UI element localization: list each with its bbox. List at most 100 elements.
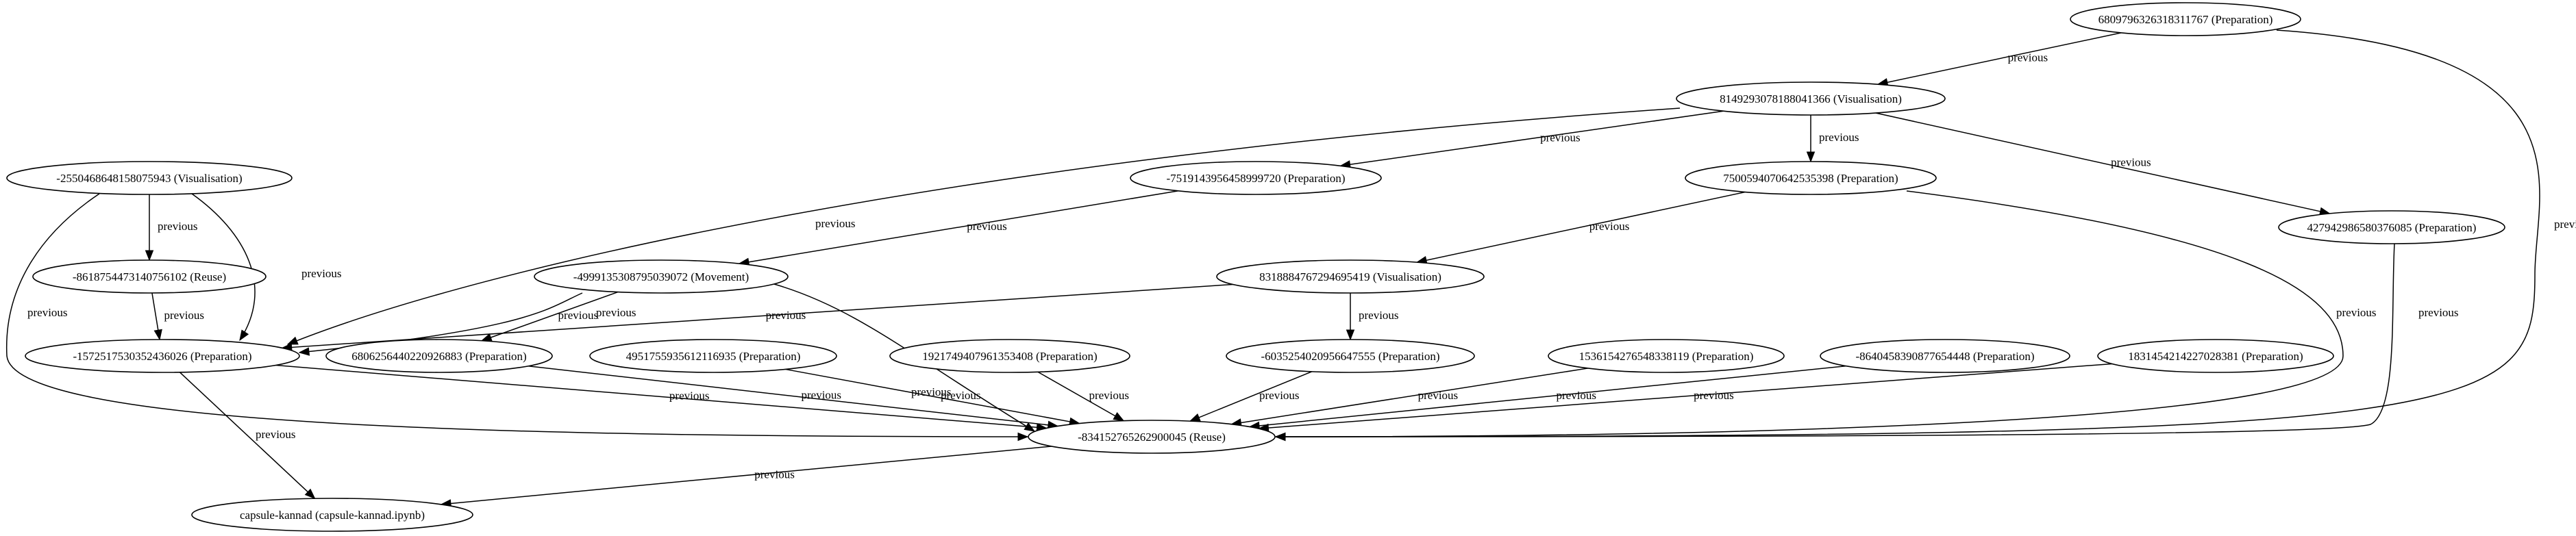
edge-arrowhead bbox=[1189, 413, 1201, 422]
node-label: -8618754473140756102 (Reuse) bbox=[73, 270, 226, 283]
edge-arrowhead bbox=[1806, 151, 1816, 163]
edge-arrowhead bbox=[1274, 432, 1286, 442]
edge-label: previous bbox=[911, 385, 952, 398]
edge-label: previous bbox=[27, 306, 68, 319]
node-label: -1572517530352436026 (Preparation) bbox=[73, 350, 251, 363]
node-label: 6809796326318311767 (Preparation) bbox=[2098, 13, 2273, 26]
node-label: 1921749407961353408 (Preparation) bbox=[922, 350, 1097, 363]
edge-arrowhead bbox=[1113, 412, 1125, 422]
edge-label: previous bbox=[596, 306, 636, 319]
node-ellipse[interactable] bbox=[1676, 81, 1946, 116]
node-ellipse[interactable] bbox=[589, 339, 837, 373]
edge-label: previous bbox=[301, 267, 342, 280]
graph-edge: previous bbox=[1415, 191, 1746, 265]
edge-arrowhead bbox=[286, 336, 299, 345]
graph-node[interactable]: -8618754473140756102 (Reuse) bbox=[32, 259, 267, 294]
graph-edge: previous bbox=[1806, 115, 1859, 163]
node-label: -8640458390877654448 (Preparation) bbox=[1855, 350, 2034, 363]
graph-edge: previous bbox=[151, 292, 204, 341]
edge-label: previous bbox=[1089, 389, 1129, 402]
graph-node[interactable]: 8318884767294695419 (Visualisation) bbox=[1216, 259, 1485, 294]
edge-line bbox=[275, 364, 1047, 429]
node-ellipse[interactable] bbox=[6, 161, 293, 195]
node-label: -7519143956458999720 (Preparation) bbox=[1166, 172, 1345, 185]
edge-label: previous bbox=[558, 309, 599, 322]
edge-line bbox=[1875, 112, 2330, 214]
edge-arrowhead bbox=[145, 250, 154, 261]
node-ellipse[interactable] bbox=[325, 339, 553, 373]
graph-edge: previous bbox=[1346, 293, 1399, 341]
graph-node[interactable]: 1921749407961353408 (Preparation) bbox=[889, 339, 1130, 373]
edge-line bbox=[5, 193, 1028, 437]
graph-node[interactable]: -6035254020956647555 (Preparation) bbox=[1226, 339, 1475, 373]
edge-label: previous bbox=[1557, 389, 1597, 402]
edge-line bbox=[773, 283, 1035, 432]
edge-arrowhead bbox=[239, 329, 249, 342]
graph-node[interactable]: 1536154276548338119 (Preparation) bbox=[1548, 339, 1785, 373]
graph-node[interactable]: -8640458390877654448 (Preparation) bbox=[1820, 339, 2070, 373]
graph-nodes: 6809796326318311767 (Preparation) 8149293… bbox=[6, 2, 2505, 532]
node-ellipse[interactable] bbox=[25, 339, 300, 373]
edge-line bbox=[1249, 365, 1847, 428]
node-label: 6806256440220926883 (Preparation) bbox=[351, 350, 526, 363]
edge-line bbox=[1037, 371, 1124, 422]
edge-label: previous bbox=[1589, 220, 1630, 233]
edge-line bbox=[1340, 110, 1724, 167]
graph-edge: previous bbox=[179, 372, 316, 500]
graph-edge: previous bbox=[5, 193, 1029, 442]
graph-node[interactable]: 8149293078188041366 (Visualisation) bbox=[1676, 81, 1946, 116]
graph-node[interactable]: 7500594070642535398 (Preparation) bbox=[1685, 161, 1937, 195]
node-label: capsule-kannad (capsule-kannad.ipynb) bbox=[240, 509, 425, 522]
graph-node[interactable]: 6806256440220926883 (Preparation) bbox=[325, 339, 553, 373]
edge-line bbox=[1275, 243, 2395, 437]
graph-edge: previous bbox=[738, 190, 1178, 266]
graph-edge: previous bbox=[286, 107, 1681, 345]
node-label: 427942986580376085 (Preparation) bbox=[2307, 221, 2477, 234]
node-label: -6035254020956647555 (Preparation) bbox=[1261, 350, 1439, 363]
graph-node[interactable]: -2550468648158075943 (Visualisation) bbox=[6, 161, 293, 195]
graph-edge: previous bbox=[440, 446, 1052, 508]
node-label: 7500594070642535398 (Preparation) bbox=[1723, 172, 1898, 185]
graph-edge: previous bbox=[145, 194, 198, 261]
graph-node[interactable]: -1572517530352436026 (Preparation) bbox=[25, 339, 300, 373]
node-ellipse[interactable] bbox=[534, 259, 789, 294]
node-ellipse[interactable] bbox=[191, 498, 473, 532]
edge-line bbox=[785, 368, 1080, 424]
graph-edge: previous bbox=[1877, 32, 2122, 87]
graph-node[interactable]: 4951755935612116935 (Preparation) bbox=[589, 339, 837, 373]
graph-edge: previous bbox=[528, 366, 1059, 430]
node-ellipse[interactable] bbox=[1216, 259, 1485, 294]
graph-edge: previous bbox=[1274, 243, 2459, 442]
edge-line bbox=[1231, 368, 1588, 425]
graph-node[interactable]: -834152765262900045 (Reuse) bbox=[1028, 420, 1276, 454]
node-ellipse[interactable] bbox=[1820, 339, 2070, 373]
edge-label: previous bbox=[2554, 218, 2576, 231]
graph-node[interactable]: -7519143956458999720 (Preparation) bbox=[1130, 161, 1382, 195]
graph-edge: previous bbox=[1258, 363, 2112, 433]
node-ellipse[interactable] bbox=[2097, 339, 2334, 373]
edge-line bbox=[287, 107, 1681, 345]
edge-line bbox=[1189, 371, 1313, 422]
edge-label: previous bbox=[1540, 131, 1581, 144]
graph-node[interactable]: -4999135308795039072 (Movement) bbox=[534, 259, 789, 294]
edge-label: previous bbox=[164, 309, 204, 322]
node-ellipse[interactable] bbox=[2070, 2, 2301, 36]
node-ellipse[interactable] bbox=[1226, 339, 1475, 373]
graph-edge: previous bbox=[191, 193, 342, 342]
graph-node[interactable]: 427942986580376085 (Preparation) bbox=[2278, 210, 2505, 244]
graph-node[interactable]: 6809796326318311767 (Preparation) bbox=[2070, 2, 2301, 36]
node-ellipse[interactable] bbox=[1685, 161, 1937, 195]
node-ellipse[interactable] bbox=[1548, 339, 1785, 373]
node-ellipse[interactable] bbox=[32, 259, 267, 294]
graph-node[interactable]: capsule-kannad (capsule-kannad.ipynb) bbox=[191, 498, 473, 532]
node-ellipse[interactable] bbox=[1130, 161, 1382, 195]
graph-edge: previous bbox=[1189, 371, 1313, 422]
graph-edge: previous bbox=[1875, 112, 2331, 216]
node-ellipse[interactable] bbox=[1028, 420, 1276, 454]
node-ellipse[interactable] bbox=[889, 339, 1130, 373]
graph-node[interactable]: 1831454214227028381 (Preparation) bbox=[2097, 339, 2334, 373]
edge-label: previous bbox=[669, 389, 710, 402]
graph-edge: previous bbox=[1230, 368, 1588, 427]
edge-arrowhead bbox=[1346, 329, 1355, 341]
node-ellipse[interactable] bbox=[2278, 210, 2505, 244]
